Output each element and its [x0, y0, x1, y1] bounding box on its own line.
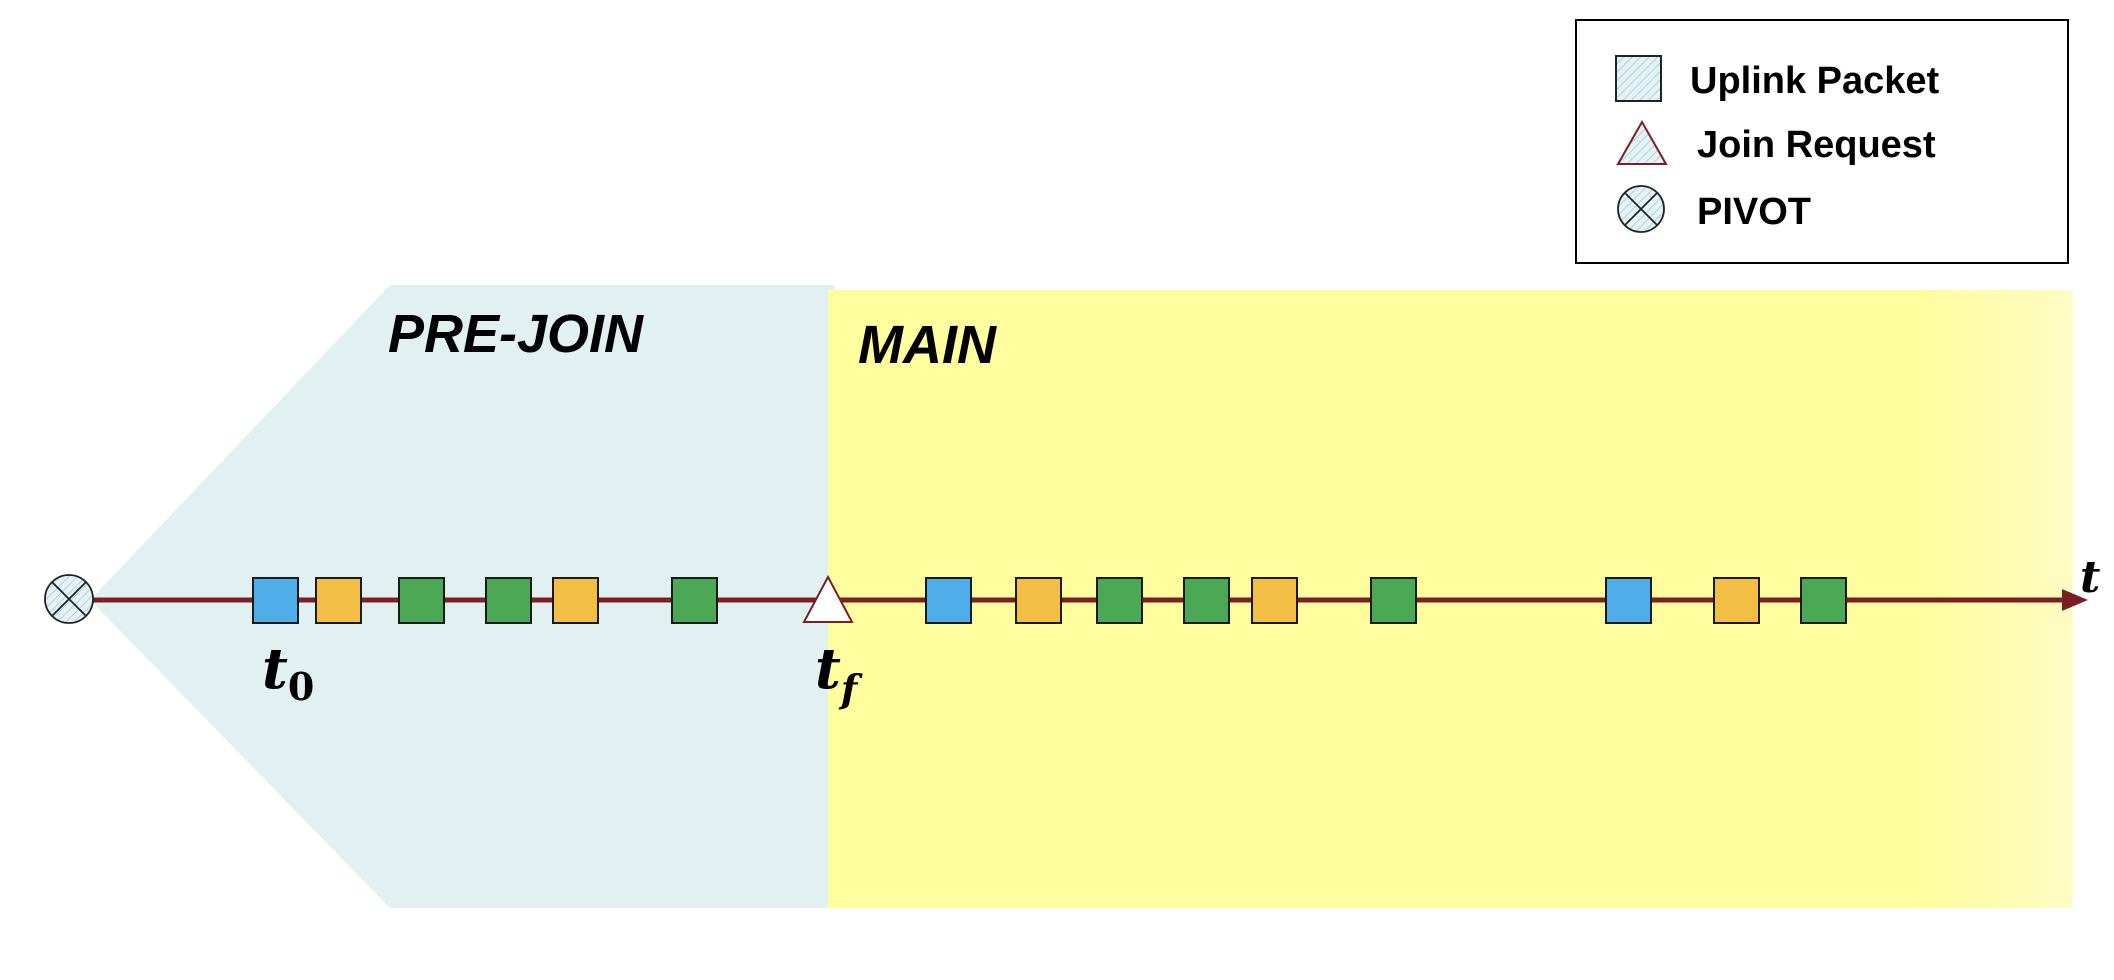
timeline-arrowhead [2062, 589, 2088, 611]
pre-join-packets [252, 577, 718, 624]
uplink-packet-icon [1615, 55, 1662, 102]
axis-time-label: t [2080, 552, 2100, 603]
pre-join-label: PRE-JOIN [388, 304, 644, 364]
packet-orange [552, 577, 599, 624]
pivot-icon [44, 574, 94, 624]
packet-green [485, 577, 532, 624]
tf-label-base: t [815, 636, 841, 702]
packet-green [1183, 577, 1230, 624]
packet-green [398, 577, 445, 624]
legend-pivot: PIVOT [1697, 191, 1811, 233]
main-label: MAIN [858, 315, 997, 375]
packet-green [1800, 577, 1847, 624]
pivot-legend-icon [1617, 185, 1665, 233]
packet-green [1096, 577, 1143, 624]
packet-blue [925, 577, 972, 624]
t0-label: t0 [262, 636, 314, 709]
packet-orange [1713, 577, 1760, 624]
join-request-icon [1616, 119, 1668, 165]
pre-join-region [90, 285, 835, 908]
packet-blue [252, 577, 299, 624]
legend: Uplink Packet Join Request PIVOT [1575, 19, 2069, 264]
packet-orange [315, 577, 362, 624]
t0-label-sub: 0 [288, 664, 314, 709]
packet-orange [1251, 577, 1298, 624]
t0-label-base: t [262, 636, 288, 702]
packet-green [1370, 577, 1417, 624]
legend-uplink-packet: Uplink Packet [1690, 60, 1940, 102]
packet-green [671, 577, 718, 624]
packet-orange [1015, 577, 1062, 624]
main-packets [925, 577, 1847, 624]
join-request-marker [802, 574, 854, 623]
legend-join-request: Join Request [1697, 124, 1936, 166]
packet-blue [1605, 577, 1652, 624]
